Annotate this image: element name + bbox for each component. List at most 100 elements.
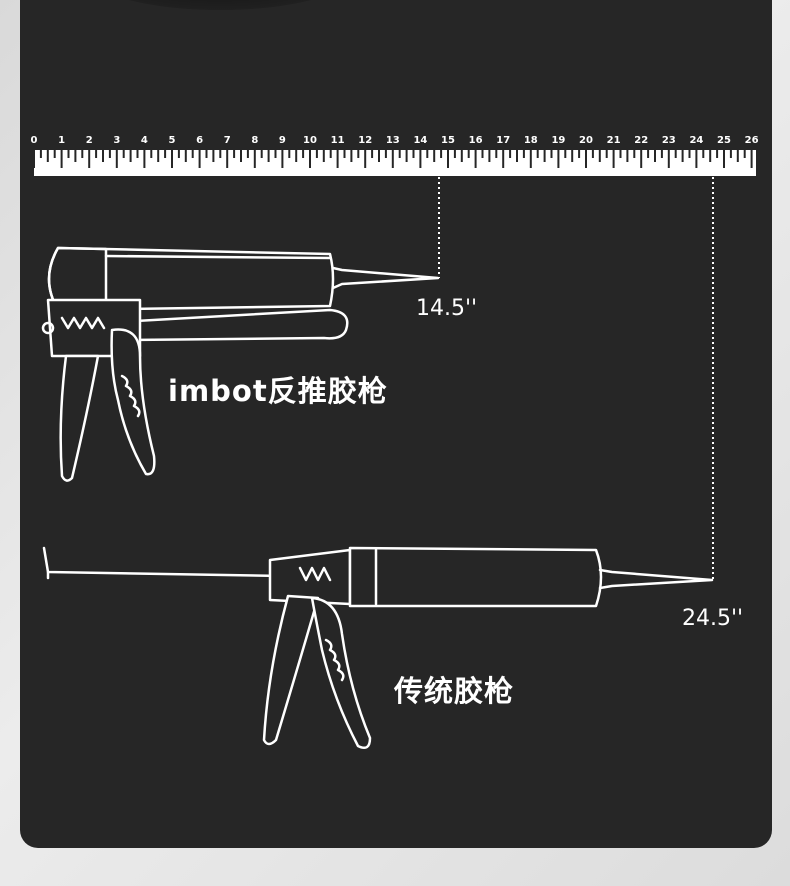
ruler-tick [543, 150, 546, 162]
ruler-tick [509, 150, 512, 158]
ruler-tick [233, 150, 236, 158]
ruler-tick [522, 150, 525, 158]
ruler-tick [364, 150, 367, 168]
ruler-tick [177, 150, 180, 158]
ruler-tick [39, 150, 42, 158]
ruler-tick [626, 150, 629, 162]
ruler-number: 16 [469, 135, 483, 146]
ruler-tick [136, 150, 139, 158]
ruler-tick [688, 150, 691, 158]
ruler-tick [536, 150, 539, 158]
ruler-number: 21 [607, 135, 621, 146]
ruler-tick [288, 150, 291, 158]
ruler-tick [605, 150, 608, 158]
traditional-product-name: 传统胶枪 [394, 674, 515, 708]
ruler-tick [467, 150, 470, 158]
ruler-tick [74, 150, 77, 162]
ruler-tick [315, 150, 318, 158]
ruler-tick [433, 150, 436, 162]
ruler-tick [88, 150, 91, 168]
ruler-tick [447, 150, 449, 168]
ruler-number: 9 [279, 135, 286, 146]
ruler-number: 24 [689, 135, 703, 146]
ruler-tick [60, 150, 63, 168]
ruler-tick [157, 150, 160, 162]
ruler-tick [336, 150, 339, 168]
ruler-tick [295, 150, 298, 162]
ruler-tick [633, 150, 636, 158]
ruler-number: 3 [113, 135, 120, 146]
ruler-tick [398, 150, 401, 158]
ruler-tick [660, 150, 663, 158]
imbot-product-name: imbot反推胶枪 [168, 374, 388, 408]
ruler-tick [729, 150, 732, 158]
ruler-tick [302, 150, 305, 158]
ruler-number: 26 [745, 135, 759, 146]
ruler-tick [150, 150, 153, 158]
top-shadow [90, 0, 350, 10]
imbot-length-label: 14.5'' [416, 296, 478, 321]
imbot-caulk-gun-drawing [41, 246, 440, 482]
ruler-tick [516, 150, 518, 162]
ruler-tick [440, 150, 443, 158]
ruler-tick [571, 150, 574, 162]
ruler-tick-marks [33, 150, 753, 168]
ruler-tick [405, 150, 408, 162]
ruler-tick [578, 150, 581, 158]
ruler-tick [654, 150, 656, 162]
ruler-tick [115, 150, 118, 168]
ruler-tick [474, 150, 477, 168]
ruler-number: 12 [358, 135, 372, 146]
ruler-number: 1 [58, 135, 65, 146]
ruler-number: 20 [579, 135, 593, 146]
ruler-number: 23 [662, 135, 676, 146]
ruler-tick [585, 150, 587, 168]
ruler-tick [529, 150, 532, 168]
ruler-tick [647, 150, 650, 158]
ruler-tick [716, 150, 719, 158]
ruler-tick [460, 150, 463, 162]
ruler-tick [102, 150, 104, 162]
ruler-tick [129, 150, 132, 162]
ruler-tick [667, 150, 670, 168]
ruler-tick [591, 150, 594, 158]
ruler-number: 13 [386, 135, 400, 146]
ruler-tick [736, 150, 739, 162]
ruler-tick [33, 150, 35, 168]
ruler-number: 17 [496, 135, 510, 146]
ruler-tick [723, 150, 725, 168]
ruler-tick [226, 150, 229, 168]
ruler-tick [695, 150, 698, 168]
ruler-tick [219, 150, 222, 158]
ruler-tick [122, 150, 125, 158]
ruler-number: 0 [31, 135, 38, 146]
ruler-tick [67, 150, 70, 158]
ruler-tick [702, 150, 705, 158]
ruler-tick [143, 150, 146, 168]
ruler-tick [612, 150, 615, 168]
ruler-tick [391, 150, 394, 168]
ruler-tick [260, 150, 263, 158]
ruler-tick [246, 150, 249, 158]
ruler-tick [674, 150, 677, 158]
ruler-number: 7 [224, 135, 231, 146]
ruler-tick [681, 150, 684, 162]
ruler-tick [184, 150, 187, 162]
ruler-tick [281, 150, 284, 168]
ruler-number: 25 [717, 135, 731, 146]
ruler-number: 5 [169, 135, 176, 146]
ruler-tick [640, 150, 643, 168]
ruler-tick [502, 150, 505, 168]
ruler-number: 8 [251, 135, 258, 146]
ruler-tick [495, 150, 498, 158]
ruler-number: 22 [634, 135, 648, 146]
ruler-tick [81, 150, 84, 158]
ruler-tick [240, 150, 242, 162]
ruler-bar [34, 150, 756, 176]
traditional-caulk-gun-drawing [42, 546, 714, 749]
ruler-tick [329, 150, 332, 158]
ruler-tick [212, 150, 215, 162]
ruler-tick [378, 150, 380, 162]
